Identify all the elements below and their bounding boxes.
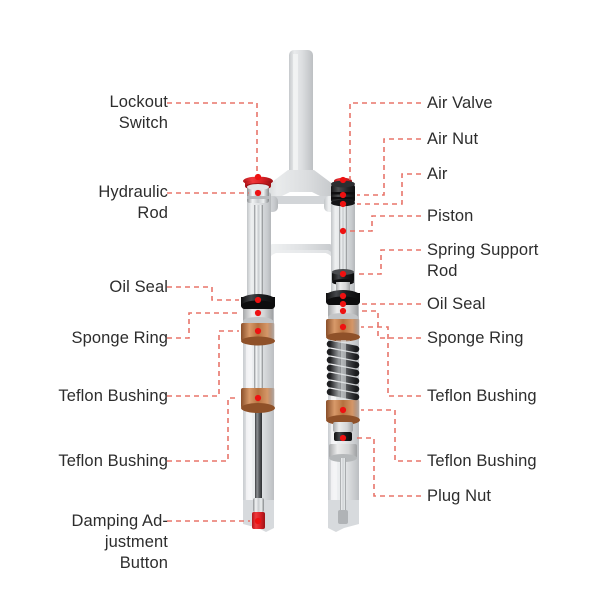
left-fork-leg xyxy=(241,176,275,532)
label-teflon-bushing-right-lower[interactable]: Teflon Bushing xyxy=(427,452,537,470)
label-air-valve[interactable]: Air Valve xyxy=(427,94,493,112)
coil-spring xyxy=(326,340,360,402)
label-hydraulic-rod[interactable]: Hydraulic Rod xyxy=(98,183,168,222)
right-fork-leg xyxy=(326,177,360,532)
label-oil-seal-left[interactable]: Oil Seal xyxy=(109,278,168,296)
plug-nut-part xyxy=(329,444,357,458)
label-plug-nut[interactable]: Plug Nut xyxy=(427,487,492,505)
label-air[interactable]: Air xyxy=(427,165,448,183)
label-air-nut[interactable]: Air Nut xyxy=(427,130,479,148)
label-oil-seal-right[interactable]: Oil Seal xyxy=(427,295,486,313)
label-damping-adjustment-button[interactable]: Damping Ad- justment Button xyxy=(71,512,168,572)
label-teflon-bushing-left-upper[interactable]: Teflon Bushing xyxy=(58,387,168,405)
label-sponge-ring-left[interactable]: Sponge Ring xyxy=(71,329,168,347)
label-piston[interactable]: Piston xyxy=(427,207,474,225)
damping-adjustment-button-part xyxy=(252,512,265,529)
label-teflon-bushing-left-lower[interactable]: Teflon Bushing xyxy=(58,452,168,470)
label-spring-support-rod[interactable]: Spring Support Rod xyxy=(427,241,539,280)
label-lockout-switch[interactable]: Lockout Switch xyxy=(109,93,168,132)
label-teflon-bushing-right-upper[interactable]: Teflon Bushing xyxy=(427,387,537,405)
label-sponge-ring-right[interactable]: Sponge Ring xyxy=(427,329,524,347)
steerer-tube xyxy=(289,50,313,190)
